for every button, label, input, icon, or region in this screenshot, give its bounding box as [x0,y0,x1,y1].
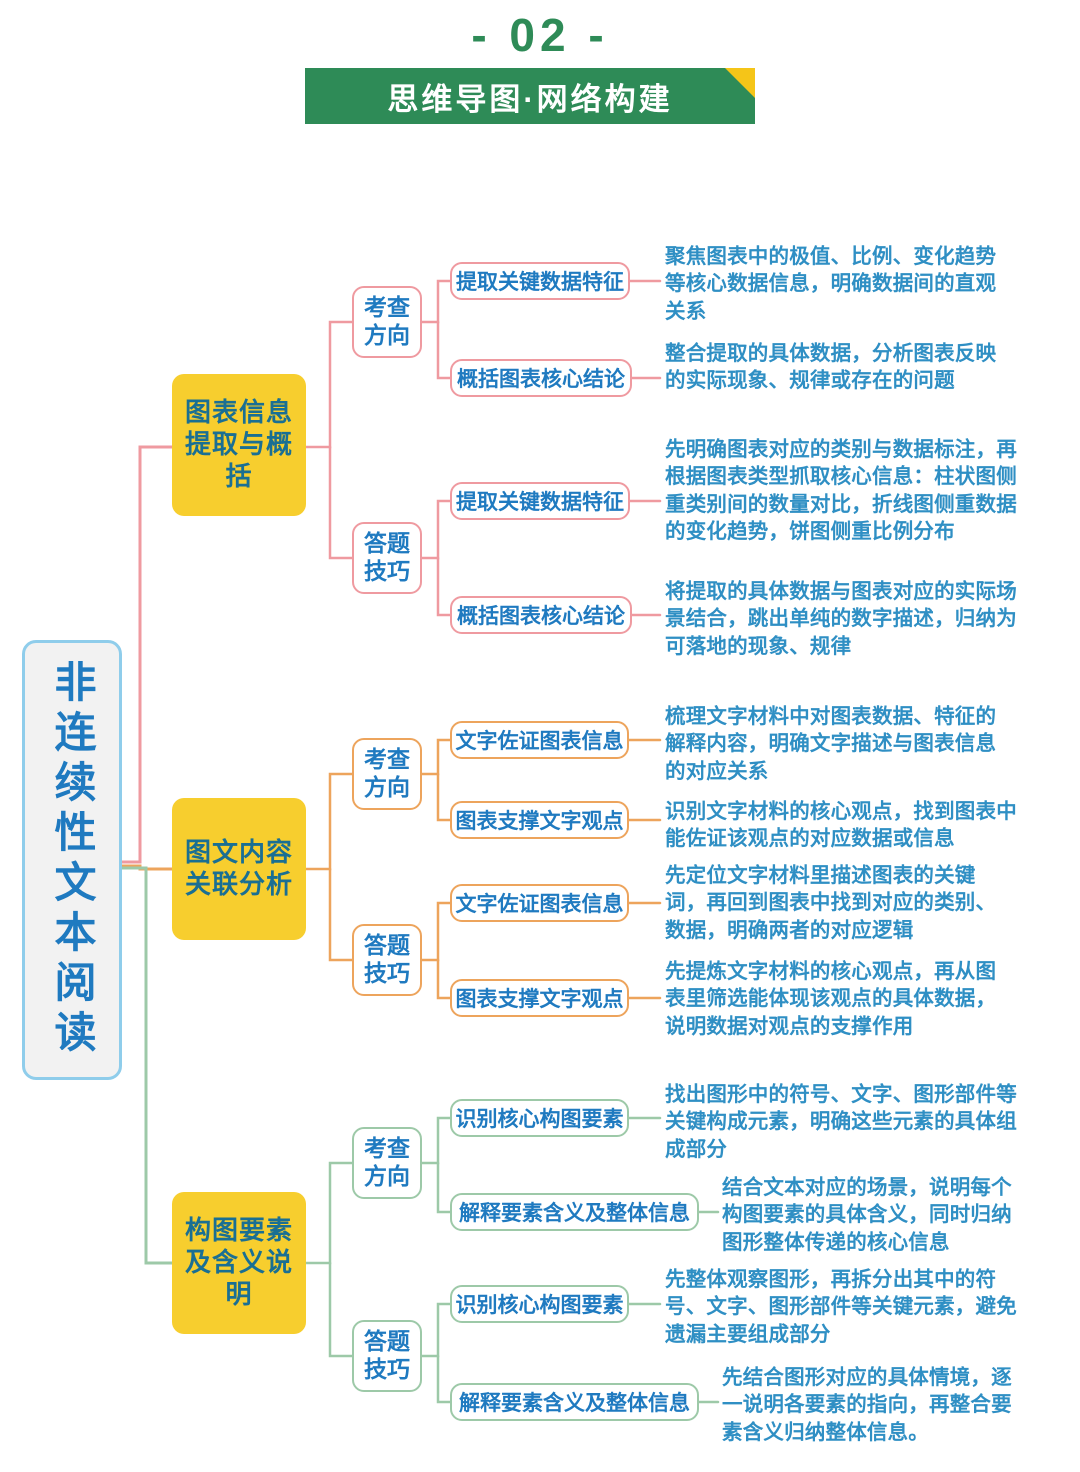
detail-text: 将提取的具体数据与图表对应的实际场景结合，跳出单纯的数字描述，归纳为可落地的现象… [665,580,1017,658]
detail-text: 聚焦图表中的极值、比例、变化趋势等核心数据信息，明确数据间的直观关系 [665,245,997,323]
leaf-node[interactable]: 识别核心构图要素 [450,1099,629,1137]
leaf-node[interactable]: 解释要素含义及整体信息 [450,1383,699,1421]
detail-text: 先提炼文字材料的核心观点，再从图表里筛选能体现该观点的具体数据，说明数据对观点的… [665,960,997,1038]
leaf-label: 概括图表核心结论 [457,368,625,391]
leaf-node[interactable]: 识别核心构图要素 [450,1285,629,1323]
leaf-label: 图表支撑文字观点 [455,988,624,1011]
branch-node-1[interactable]: 图表信息提取与概括 [172,374,306,516]
leaf-node[interactable]: 文字佐证图表信息 [450,884,629,922]
branch-node-2[interactable]: 图文内容关联分析 [172,798,306,940]
detail-text: 找出图形中的符号、文字、图形部件等关键构成元素，明确这些元素的具体组成部分 [665,1083,1017,1161]
header: - 02 - 思维导图·网络构建 [0,0,1080,150]
leaf-label: 提取关键数据特征 [456,491,624,514]
leaf-node[interactable]: 文字佐证图表信息 [450,721,629,759]
category-node-examine-direction-1[interactable]: 考查方向 [352,286,422,358]
leaf-node[interactable]: 概括图表核心结论 [450,359,632,397]
leaf-label: 文字佐证图表信息 [455,730,624,753]
leaf-label: 概括图表核心结论 [457,605,625,628]
category-label: 答题技巧 [364,1328,410,1382]
root-node[interactable]: 非连续性文本阅读 [22,640,122,1080]
detail-text: 先整体观察图形，再拆分出其中的符号、文字、图形部件等关键元素，避免遗漏主要组成部… [665,1268,1017,1346]
detail-text: 先结合图形对应的具体情境，逐一说明各要素的指向，再整合要素含义归纳整体信息。 [722,1366,1012,1444]
leaf-node[interactable]: 概括图表核心结论 [450,596,632,634]
leaf-node[interactable]: 图表支撑文字观点 [450,801,629,839]
leaf-label: 识别核心构图要素 [455,1294,624,1317]
category-node-answer-skill-1[interactable]: 答题技巧 [352,522,422,594]
category-label: 答题技巧 [364,932,410,986]
category-label: 考查方向 [364,746,410,800]
category-label: 答题技巧 [364,530,410,584]
leaf-label: 图表支撑文字观点 [455,810,624,833]
banner-title: 思维导图·网络构建 [387,81,673,117]
leaf-node[interactable]: 提取关键数据特征 [450,262,630,300]
branch-label: 图文内容关联分析 [184,837,293,899]
branch-label: 构图要素及含义说明 [184,1215,293,1309]
leaf-label: 识别核心构图要素 [455,1108,624,1131]
category-label: 考查方向 [364,1135,410,1189]
detail-text: 识别文字材料的核心观点，找到图表中能佐证该观点的对应数据或信息 [665,800,1017,851]
leaf-node[interactable]: 提取关键数据特征 [450,482,630,520]
corner-accent-icon [725,68,755,98]
detail-text: 先明确图表对应的类别与数据标注，再根据图表类型抓取核心信息：柱状图侧重类别间的数… [665,438,1017,544]
detail-text: 先定位文字材料里描述图表的关键词，再回到图表中找到对应的类别、数据，明确两者的对… [665,864,997,942]
leaf-label: 提取关键数据特征 [456,271,624,294]
detail-text: 结合文本对应的场景，说明每个构图要素的具体含义，同时归纳图形整体传递的核心信息 [722,1176,1012,1254]
section-banner: 思维导图·网络构建 [305,68,755,124]
detail-text: 梳理文字材料中对图表数据、特征的解释内容，明确文字描述与图表信息的对应关系 [665,705,997,783]
leaf-node[interactable]: 解释要素含义及整体信息 [450,1193,699,1231]
category-node-examine-direction-3[interactable]: 考查方向 [352,1127,422,1199]
category-label: 考查方向 [364,294,410,348]
section-number: - 02 - [471,9,609,61]
leaf-label: 解释要素含义及整体信息 [459,1392,690,1415]
branch-label: 图表信息提取与概括 [184,397,293,491]
branch-node-3[interactable]: 构图要素及含义说明 [172,1192,306,1334]
category-node-answer-skill-3[interactable]: 答题技巧 [352,1320,422,1392]
leaf-node[interactable]: 图表支撑文字观点 [450,979,629,1017]
leaf-label: 解释要素含义及整体信息 [459,1202,690,1225]
root-label: 非连续性文本阅读 [49,660,96,1060]
category-node-answer-skill-2[interactable]: 答题技巧 [352,924,422,996]
leaf-label: 文字佐证图表信息 [455,893,624,916]
category-node-examine-direction-2[interactable]: 考查方向 [352,738,422,810]
detail-text: 整合提取的具体数据，分析图表反映的实际现象、规律或存在的问题 [665,342,997,393]
